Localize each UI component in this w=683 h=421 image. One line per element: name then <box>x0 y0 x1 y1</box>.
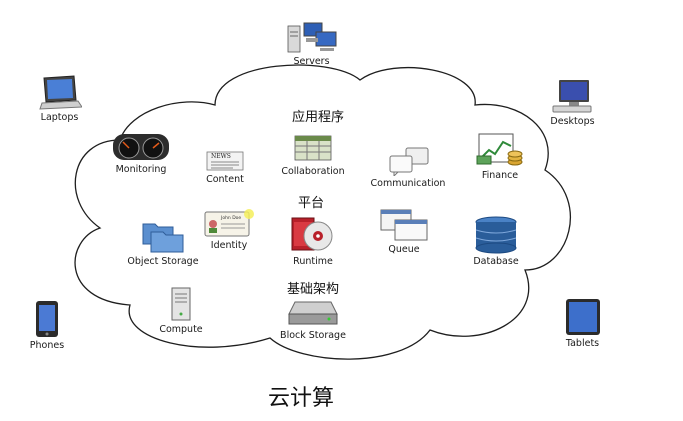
laptops-node: Laptops <box>27 74 92 123</box>
runtime-label: Runtime <box>293 256 333 267</box>
communication-label: Communication <box>370 178 446 189</box>
chat-icon <box>389 147 429 176</box>
infrastructure-layer-title: 基础架构 <box>287 282 340 297</box>
tablet-icon <box>565 299 600 335</box>
desktops-node: Desktops <box>540 78 605 127</box>
newspaper-heading: NEWS <box>211 153 231 160</box>
servers-node: Servers <box>274 20 349 67</box>
runtime-disc-icon <box>291 217 333 251</box>
servers-label: Servers <box>293 56 330 67</box>
collaboration-label: Collaboration <box>281 166 345 177</box>
content-node: NEWS Content <box>198 150 252 185</box>
block-storage-node: Block Storage <box>272 298 354 341</box>
finance-label: Finance <box>481 170 519 181</box>
gauge-icon <box>113 134 169 160</box>
database-label: Database <box>473 256 519 267</box>
object-storage-node: Object Storage <box>120 218 206 267</box>
application-layer-title: 应用程序 <box>292 110 345 125</box>
queue-label: Queue <box>388 244 420 255</box>
runtime-node: Runtime <box>284 214 342 267</box>
identity-label: Identity <box>210 240 248 251</box>
phones-node: Phones <box>22 300 72 351</box>
diagram-title: 云计算 <box>268 386 335 411</box>
folders-icon <box>142 223 184 253</box>
desktops-label: Desktops <box>550 116 595 127</box>
compute-node: Compute <box>152 286 210 335</box>
database-icon <box>475 216 517 254</box>
tablets-node: Tablets <box>555 298 610 349</box>
newspaper-icon: NEWS <box>206 151 244 171</box>
laptop-icon <box>38 75 82 110</box>
collaboration-node: Collaboration <box>278 132 348 177</box>
laptops-label: Laptops <box>40 112 79 123</box>
id-card-icon: John Doe <box>204 209 254 237</box>
monitoring-node: Monitoring <box>108 132 174 175</box>
phone-icon <box>36 301 58 337</box>
platform-layer-title: 平台 <box>298 196 325 211</box>
server-tower-icon <box>171 287 191 321</box>
database-node: Database <box>468 216 524 267</box>
finance-node: Finance <box>470 132 530 181</box>
hard-drive-icon <box>288 301 338 325</box>
tablets-label: Tablets <box>565 338 600 349</box>
compute-label: Compute <box>159 324 203 335</box>
phones-label: Phones <box>29 340 65 351</box>
queue-windows-icon <box>380 209 428 241</box>
communication-node: Communication <box>364 146 452 189</box>
id-card-name: John Doe <box>220 215 241 221</box>
servers-icon <box>287 22 336 53</box>
object-storage-label: Object Storage <box>127 256 199 267</box>
desktop-icon <box>552 80 591 113</box>
queue-node: Queue <box>376 208 432 255</box>
calendar-icon <box>294 135 332 161</box>
finance-chart-icon <box>476 133 523 166</box>
identity-node: John Doe Identity <box>200 208 258 251</box>
monitoring-label: Monitoring <box>115 164 167 175</box>
content-label: Content <box>206 174 244 185</box>
block-storage-label: Block Storage <box>280 330 346 341</box>
